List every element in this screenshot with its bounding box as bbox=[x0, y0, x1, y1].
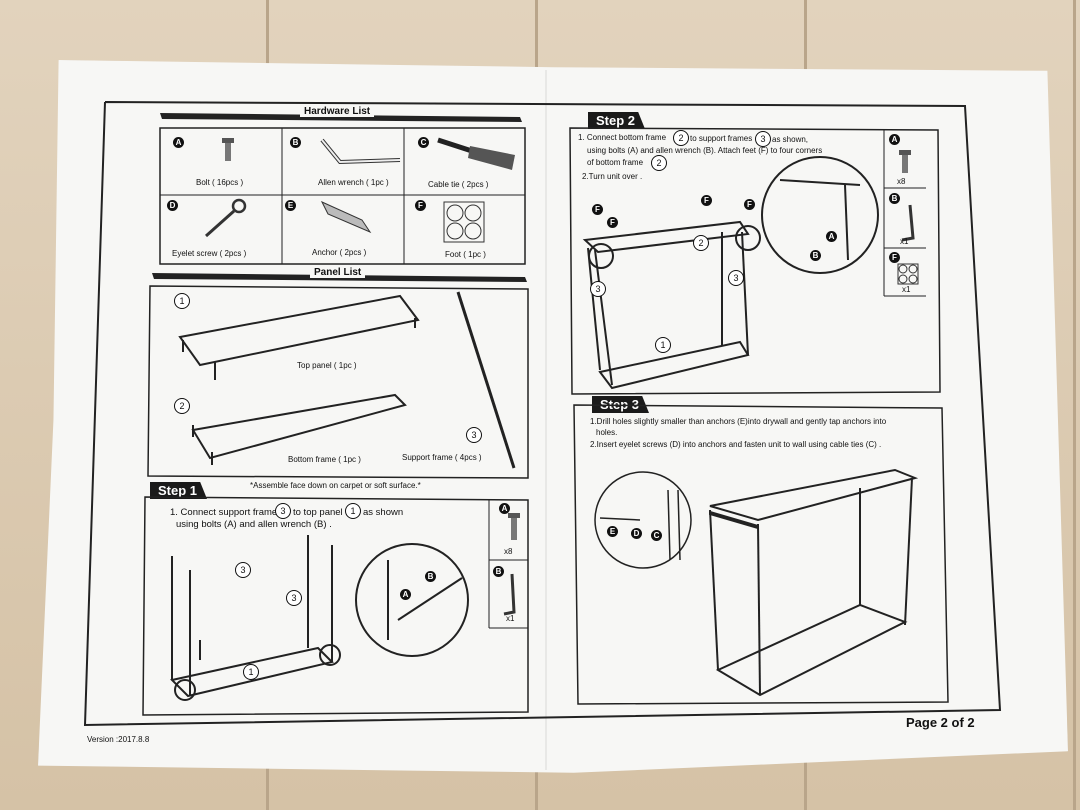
step2-line2: using bolts (A) and allen wrench (B). At… bbox=[587, 146, 823, 155]
step1-wrench-icon bbox=[503, 573, 516, 616]
step2-title: Step 2 bbox=[588, 112, 646, 129]
step2-num-3a: 3 bbox=[590, 281, 606, 297]
part-number-2: 2 bbox=[174, 398, 190, 414]
step2-badge-b: B bbox=[889, 193, 900, 204]
step2-callout-a: A bbox=[826, 231, 837, 242]
part-number-3: 3 bbox=[466, 427, 482, 443]
bottom-frame-drawing bbox=[191, 393, 407, 465]
paper-fold bbox=[545, 70, 547, 770]
step2-num-1: 1 bbox=[655, 337, 671, 353]
support-frame-drawing bbox=[456, 291, 516, 469]
step1-num-3a: 3 bbox=[235, 562, 251, 578]
step2-bolt-icon bbox=[899, 150, 911, 173]
badge-a: A bbox=[173, 137, 184, 148]
allen-wrench-icon bbox=[320, 138, 401, 165]
step3-line1b: holes. bbox=[596, 428, 618, 437]
step1-line1a: 1. Connect support frames bbox=[170, 507, 282, 518]
label-foot: Foot ( 1pc ) bbox=[445, 250, 486, 259]
badge-f: F bbox=[415, 200, 426, 211]
hardware-list-title: Hardware List bbox=[300, 106, 375, 117]
step2-line1b: to support frames bbox=[690, 134, 753, 143]
label-eyelet-screw: Eyelet screw ( 2pcs ) bbox=[172, 249, 247, 258]
step1-num-1: 1 bbox=[243, 664, 259, 680]
step1-badge-b: B bbox=[493, 566, 504, 577]
step2-callout-f4: F bbox=[744, 199, 755, 210]
step1-callout-a: A bbox=[400, 589, 411, 600]
label-bottom-frame: Bottom frame ( 1pc ) bbox=[288, 455, 361, 464]
label-bolt: Bolt ( 16pcs ) bbox=[196, 178, 244, 187]
step2-qty-a: x8 bbox=[897, 177, 906, 186]
step2-ref-3: 3 bbox=[755, 131, 771, 147]
step1-bolt-icon bbox=[508, 513, 520, 540]
eyelet-screw-icon bbox=[205, 198, 247, 238]
label-support-frame: Support frame ( 4pcs ) bbox=[402, 453, 482, 462]
step3-line1: 1.Drill holes slightly smaller than anch… bbox=[590, 417, 887, 426]
badge-c: C bbox=[418, 137, 429, 148]
top-panel-drawing bbox=[178, 294, 420, 380]
step2-assembly-drawing bbox=[582, 156, 879, 390]
step1-qty-b: x1 bbox=[506, 614, 515, 623]
step3-title: Step 3 bbox=[592, 396, 650, 413]
step2-callout-f3: F bbox=[701, 195, 712, 206]
step2-line4: 2.Turn unit over . bbox=[582, 172, 643, 181]
label-cable-tie: Cable tie ( 2pcs ) bbox=[428, 180, 489, 189]
step1-title: Step 1 bbox=[150, 482, 208, 499]
step2-foot-icon bbox=[897, 263, 919, 285]
step3-console-table-drawing bbox=[709, 468, 919, 697]
step3-callout-c: C bbox=[651, 530, 662, 541]
step2-ref-2: 2 bbox=[673, 130, 689, 146]
step1-qty-a: x8 bbox=[504, 547, 513, 556]
step2-ref-2b: 2 bbox=[651, 155, 667, 171]
step2-qty-f: x1 bbox=[902, 285, 911, 294]
step2-num-3b: 3 bbox=[728, 270, 744, 286]
step2-num-2: 2 bbox=[693, 235, 709, 251]
step1-ref-3: 3 bbox=[275, 503, 291, 519]
step3-callout-d: D bbox=[631, 528, 642, 539]
instruction-sheet bbox=[38, 60, 1068, 773]
step2-callout-f1: F bbox=[592, 204, 603, 215]
label-top-panel: Top panel ( 1pc ) bbox=[297, 361, 357, 370]
foot-icon bbox=[443, 201, 485, 243]
step1-callout-b: B bbox=[425, 571, 436, 582]
step2-badge-a: A bbox=[889, 134, 900, 145]
label-anchor: Anchor ( 2pcs ) bbox=[312, 248, 367, 257]
step2-callout-b: B bbox=[810, 250, 821, 261]
version-label: Version :2017.8.8 bbox=[87, 735, 150, 744]
step1-badge-a: A bbox=[499, 503, 510, 514]
step2-wrench-icon bbox=[901, 204, 915, 242]
step3-wall-detail-drawing bbox=[594, 471, 692, 569]
anchor-icon bbox=[320, 200, 372, 234]
badge-e: E bbox=[285, 200, 296, 211]
part-number-1: 1 bbox=[174, 293, 190, 309]
badge-b: B bbox=[290, 137, 301, 148]
step2-callout-f2: F bbox=[607, 217, 618, 228]
step3-callout-e: E bbox=[607, 526, 618, 537]
step3-line2: 2.Insert eyelet screws (D) into anchors … bbox=[590, 440, 882, 449]
panel-list-title: Panel List bbox=[310, 267, 366, 278]
step1-line2: using bolts (A) and allen wrench (B) . bbox=[176, 519, 332, 530]
step1-num-3b: 3 bbox=[286, 590, 302, 606]
step1-line1c: as shown bbox=[363, 507, 404, 518]
step2-line3: of bottom frame bbox=[587, 158, 644, 167]
bolt-icon bbox=[222, 138, 234, 161]
step1-assembly-drawing bbox=[170, 535, 469, 701]
step1-ref-1: 1 bbox=[345, 503, 361, 519]
step2-line1a: 1. Connect bottom frame bbox=[578, 133, 667, 142]
step2-badge-f: F bbox=[889, 252, 900, 263]
label-allen-wrench: Allen wrench ( 1pc ) bbox=[318, 178, 389, 187]
step1-note: *Assemble face down on carpet or soft su… bbox=[250, 481, 421, 490]
page-number: Page 2 of 2 bbox=[906, 715, 975, 730]
step2-qty-b: x1 bbox=[900, 237, 909, 246]
step1-line1b: to top panel bbox=[293, 507, 343, 518]
badge-d: D bbox=[167, 200, 178, 211]
step2-line1c: as shown, bbox=[772, 135, 809, 144]
cable-tie-icon bbox=[437, 137, 515, 170]
